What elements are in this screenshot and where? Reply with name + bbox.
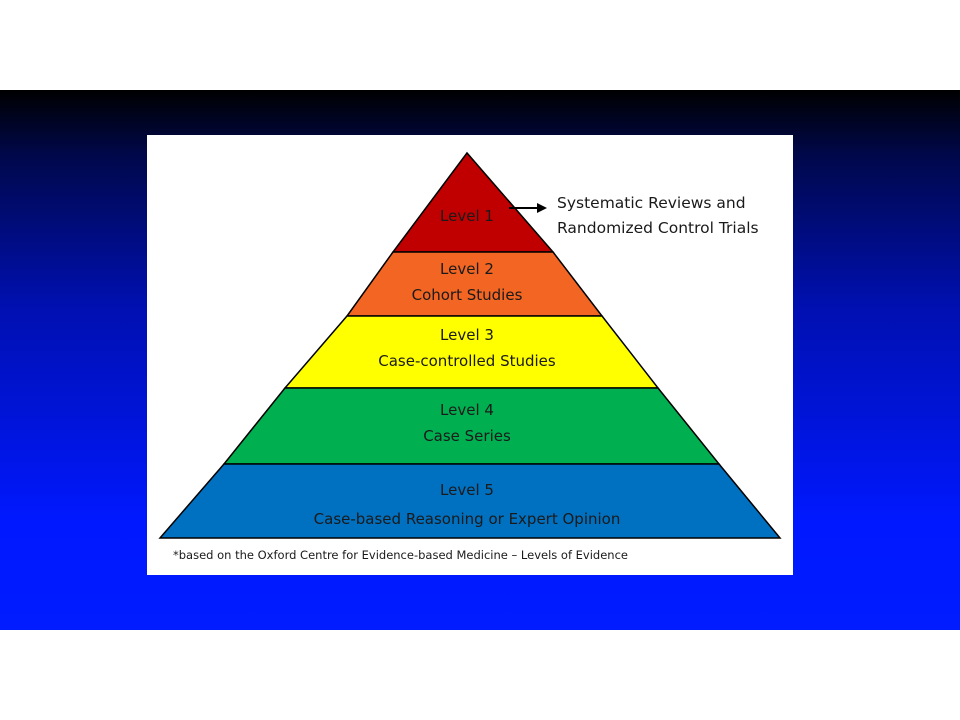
level-5-subtitle: Case-based Reasoning or Expert Opinion [314, 510, 621, 528]
level-4-subtitle: Case Series [423, 427, 511, 445]
evidence-pyramid-panel: Level 1 Level 2 Cohort Studies Level 3 C… [147, 135, 793, 575]
level-5-title: Level 5 [440, 481, 494, 499]
evidence-pyramid: Level 1 Level 2 Cohort Studies Level 3 C… [158, 151, 782, 539]
callout-line-1: Systematic Reviews and [557, 194, 746, 212]
callout-arrow [509, 203, 547, 213]
level-4-title: Level 4 [440, 401, 494, 419]
pyramid-level-4 [222, 387, 721, 465]
level-1-title: Level 1 [440, 207, 494, 225]
pyramid-level-5 [158, 463, 782, 539]
level-2-subtitle: Cohort Studies [412, 286, 523, 304]
level-2-title: Level 2 [440, 260, 494, 278]
level-3-subtitle: Case-controlled Studies [378, 352, 556, 370]
level-3-title: Level 3 [440, 326, 494, 344]
source-footnote: *based on the Oxford Centre for Evidence… [173, 548, 628, 562]
pyramid-level-1 [391, 151, 555, 253]
callout-line-2: Randomized Control Trials [557, 219, 759, 237]
